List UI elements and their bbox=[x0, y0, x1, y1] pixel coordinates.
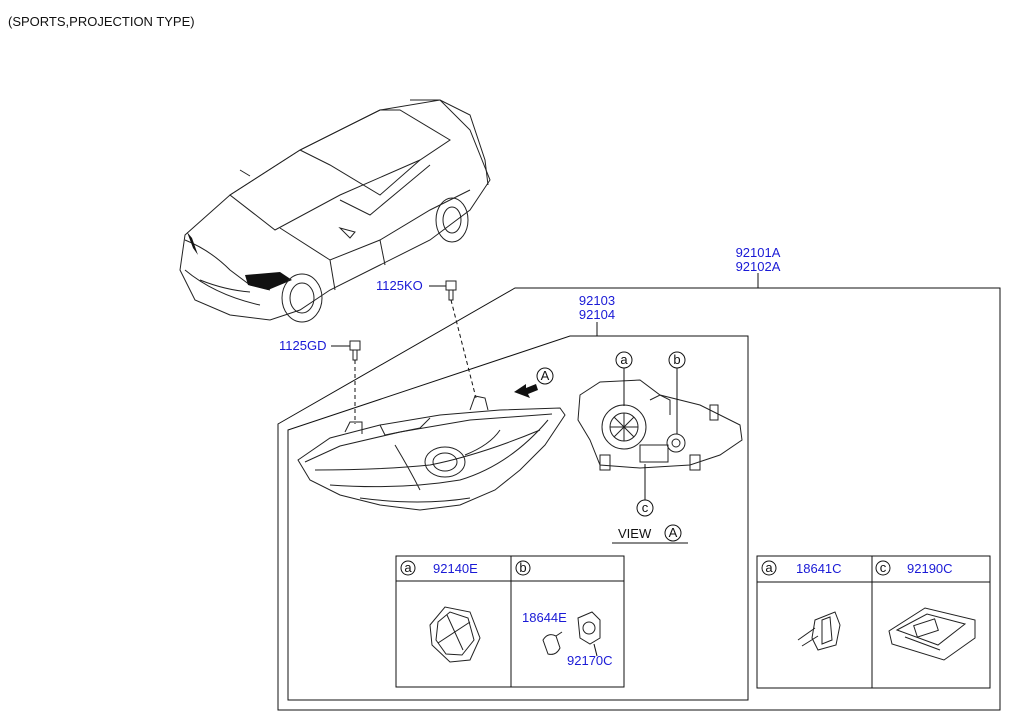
parts-table-left bbox=[395, 555, 625, 688]
view-a-arrow-icon bbox=[514, 367, 554, 398]
view-marker-circle bbox=[664, 524, 682, 542]
view-marker: A bbox=[669, 525, 678, 540]
car-illustration bbox=[179, 99, 491, 323]
headlamp-assembly-illustration bbox=[297, 395, 566, 511]
table-right-part-c[interactable]: 92190C bbox=[907, 561, 953, 576]
bolt-upper-icon bbox=[445, 280, 457, 301]
table-left-key-b-circle bbox=[515, 560, 531, 576]
table-right-key-a-circle bbox=[761, 560, 777, 576]
table-left-part-socket[interactable]: 92170C bbox=[567, 653, 613, 668]
table-left-key-a: a bbox=[404, 560, 412, 575]
bolt-upper-label[interactable]: 1125KO bbox=[376, 278, 423, 293]
table-left-key-a-circle bbox=[400, 560, 416, 576]
hid-bulb-icon bbox=[797, 611, 841, 651]
bolt-lower-icon bbox=[349, 340, 361, 361]
parts-table-right bbox=[756, 555, 991, 689]
callout-c: c bbox=[642, 500, 649, 515]
table-right-part-a[interactable]: 18641C bbox=[796, 561, 842, 576]
bulb-socket-icon bbox=[577, 611, 601, 657]
table-right-key-a: a bbox=[765, 560, 773, 575]
view-label: VIEW bbox=[618, 526, 652, 541]
bulb-icon bbox=[542, 631, 563, 655]
headlamp-rear-view-illustration bbox=[577, 379, 743, 471]
sub-assembly-part-number-1[interactable]: 92103 bbox=[579, 293, 615, 308]
table-left-key-b: b bbox=[519, 560, 526, 575]
assembly-part-number-1[interactable]: 92101A bbox=[736, 245, 781, 260]
table-left-part-bulb[interactable]: 18644E bbox=[522, 610, 567, 625]
assembly-part-number-2[interactable]: 92102A bbox=[736, 259, 781, 274]
callout-b: b bbox=[673, 352, 680, 367]
callout-a: a bbox=[620, 352, 628, 367]
assembly-frame bbox=[277, 273, 1001, 711]
bulb-cover-icon bbox=[429, 606, 481, 663]
bolt-lower-label[interactable]: 1125GD bbox=[279, 338, 326, 353]
sub-assembly-part-number-2[interactable]: 92104 bbox=[579, 307, 615, 322]
table-right-key-c-circle bbox=[875, 560, 891, 576]
sub-assembly-frame bbox=[287, 322, 749, 701]
view-marker-arrow: A bbox=[541, 368, 550, 383]
diagram-subtitle: (SPORTS,PROJECTION TYPE) bbox=[8, 14, 195, 29]
table-right-key-c: c bbox=[880, 560, 887, 575]
ballast-module-icon bbox=[888, 607, 976, 661]
table-left-part-a[interactable]: 92140E bbox=[433, 561, 478, 576]
